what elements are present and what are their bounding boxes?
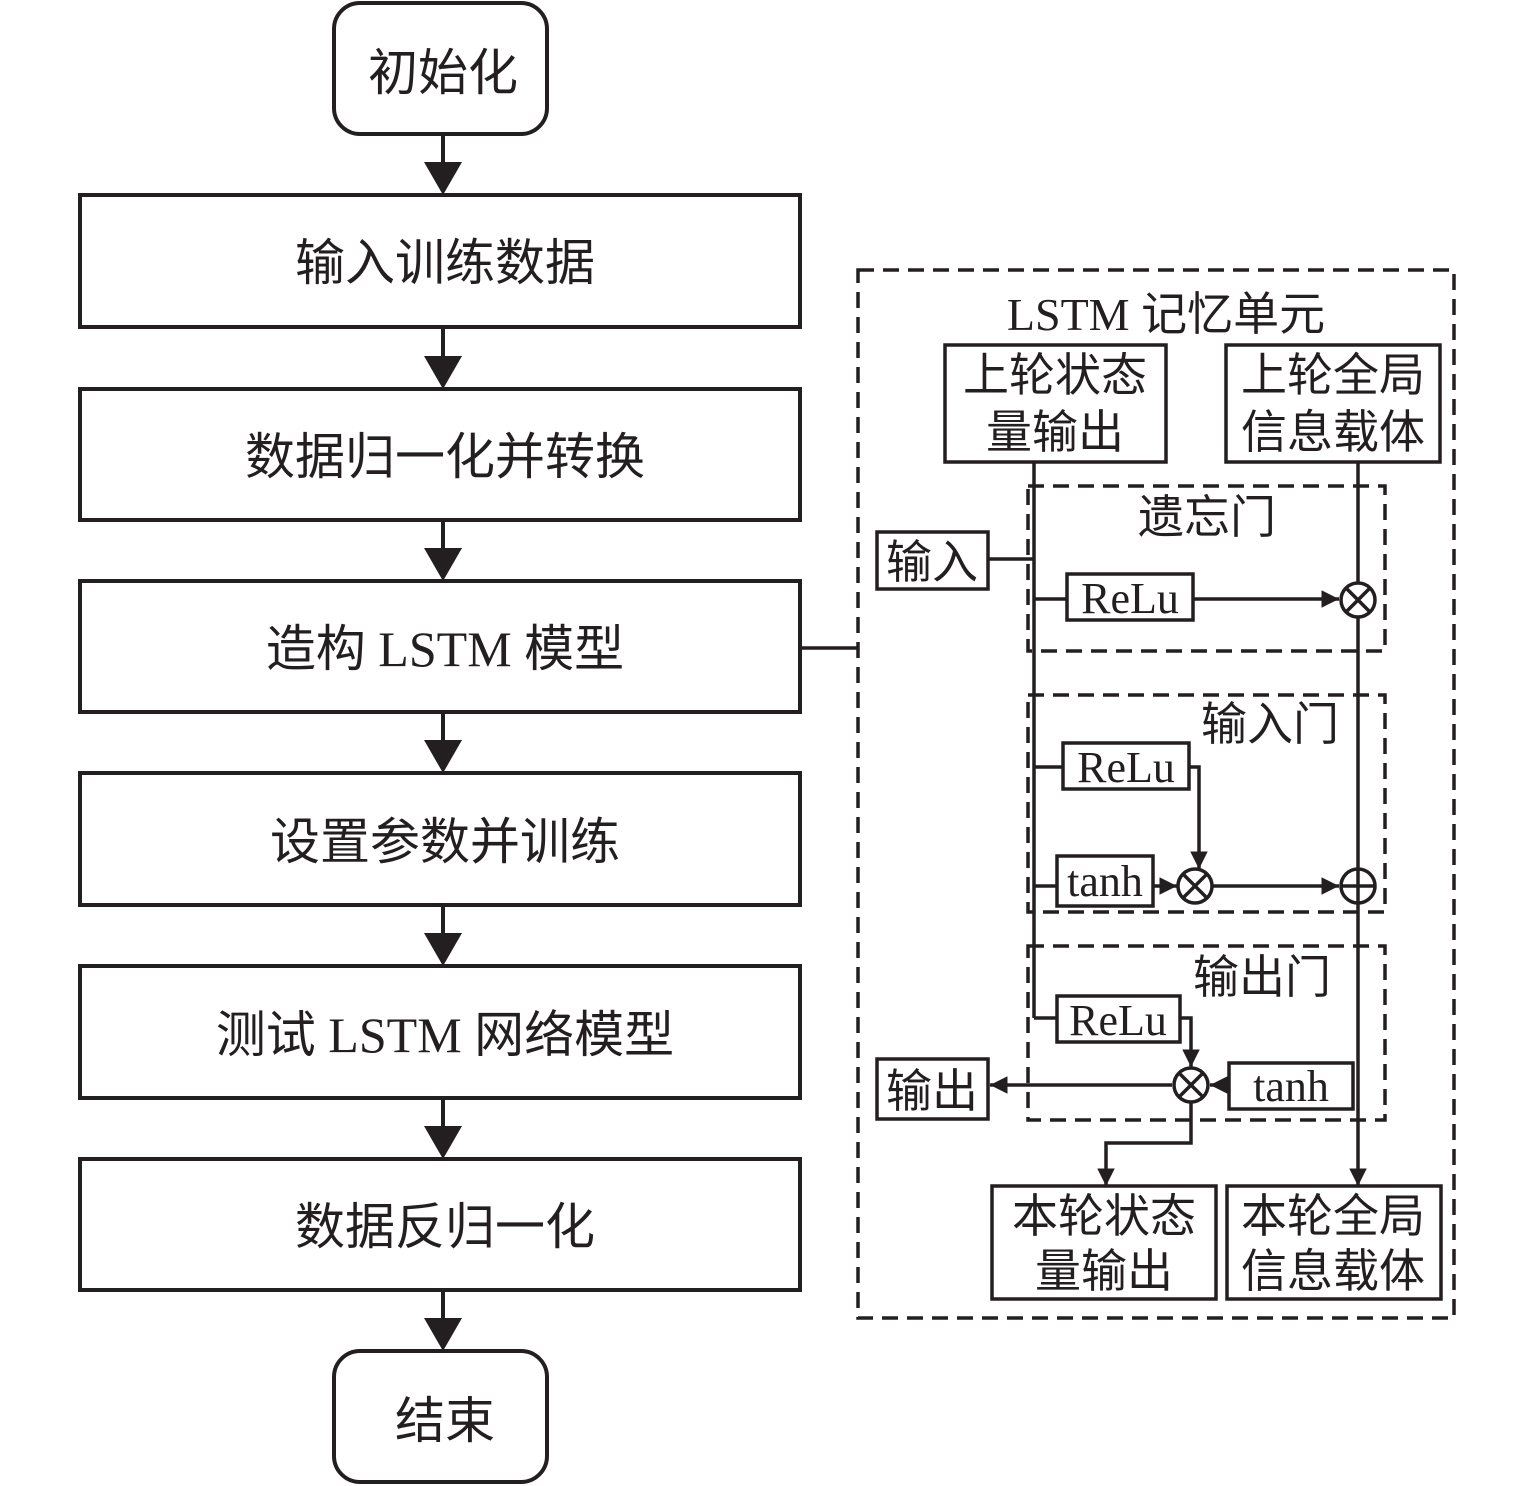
svg-text:量输出: 量输出 xyxy=(986,407,1124,458)
step-test-lstm-model: 测试 LSTM 网络模型 xyxy=(78,964,802,1100)
forget-gate-label: 遗忘门 xyxy=(1138,492,1276,543)
svg-text:本轮状态: 本轮状态 xyxy=(1012,1191,1196,1242)
multiply-icon xyxy=(1172,1066,1210,1104)
output-box: 输出 xyxy=(875,1057,990,1121)
prev-global-carrier-box: 上轮全局 信息载体 xyxy=(1224,343,1442,464)
output-gate-label: 输出门 xyxy=(1193,952,1331,1003)
arrow-3 xyxy=(424,548,462,581)
input-relu-box: ReLu xyxy=(1061,741,1191,792)
input-gate-box xyxy=(1026,693,1387,914)
svg-text:上轮状态: 上轮状态 xyxy=(963,350,1147,401)
lstm-cell-title: LSTM 记忆单元 xyxy=(1007,289,1325,340)
step-build-lstm-model: 造构 LSTM 模型 xyxy=(78,579,802,714)
arrow-1 xyxy=(424,162,462,195)
step-set-params-train: 设置参数并训练 xyxy=(78,771,802,907)
prev-state-output-box: 上轮状态 量输出 xyxy=(943,343,1168,464)
step-input-training-data: 输入训练数据 xyxy=(78,193,802,329)
step-label: 输入训练数据 xyxy=(295,235,595,291)
input-box: 输入 xyxy=(875,530,990,591)
plus-icon xyxy=(1339,867,1377,905)
svg-text:量输出: 量输出 xyxy=(1035,1246,1173,1297)
step-normalize-data: 数据归一化并转换 xyxy=(78,387,802,522)
arrow-2 xyxy=(424,356,462,389)
svg-text:输出: 输出 xyxy=(886,1066,978,1117)
flowchart: 初始化 输入训练数据 数据归一化并转换 造构 LSTM 模型 设置参数并训练 测… xyxy=(78,1,858,1484)
multiply-icon xyxy=(1339,581,1377,619)
step-label: 造构 LSTM 模型 xyxy=(266,621,624,677)
svg-text:tanh: tanh xyxy=(1253,1062,1329,1111)
svg-text:ReLu: ReLu xyxy=(1077,743,1175,792)
start-label: 初始化 xyxy=(368,45,518,101)
input-tanh-box: tanh xyxy=(1055,854,1155,908)
svg-text:信息载体: 信息载体 xyxy=(1241,407,1425,458)
arrow-7 xyxy=(424,1318,462,1351)
step-label: 数据归一化并转换 xyxy=(245,429,645,485)
curr-state-output-box: 本轮状态 量输出 xyxy=(990,1184,1218,1301)
svg-text:输入: 输入 xyxy=(886,537,978,588)
svg-text:tanh: tanh xyxy=(1067,857,1143,906)
svg-text:本轮全局: 本轮全局 xyxy=(1241,1191,1425,1242)
svg-text:上轮全局: 上轮全局 xyxy=(1241,350,1425,401)
input-gate-label: 输入门 xyxy=(1201,699,1339,750)
start-node: 初始化 xyxy=(332,1,549,136)
forget-relu-box: ReLu xyxy=(1065,572,1195,623)
step-label: 数据反归一化 xyxy=(295,1199,595,1255)
step-denormalize-data: 数据反归一化 xyxy=(78,1157,802,1292)
output-relu-box: ReLu xyxy=(1055,994,1182,1045)
curr-global-carrier-box: 本轮全局 信息载体 xyxy=(1225,1184,1443,1301)
end-node: 结束 xyxy=(332,1349,549,1484)
step-label: 设置参数并训练 xyxy=(270,814,620,870)
lstm-memory-cell: LSTM 记忆单元 遗忘门 输入门 输出门 上轮状态 xyxy=(856,268,1456,1320)
arrow-5 xyxy=(424,933,462,966)
step-label: 测试 LSTM 网络模型 xyxy=(216,1007,674,1063)
lstm-cell-border xyxy=(856,268,1456,1320)
output-gate-box xyxy=(1026,944,1387,1122)
forget-gate-box xyxy=(1026,484,1387,653)
multiply-icon xyxy=(1176,867,1214,905)
arrow-4 xyxy=(424,740,462,773)
svg-text:信息载体: 信息载体 xyxy=(1241,1246,1425,1297)
flow-arrows xyxy=(424,134,462,1351)
arrow-6 xyxy=(424,1126,462,1159)
svg-text:ReLu: ReLu xyxy=(1081,574,1179,623)
svg-text:ReLu: ReLu xyxy=(1069,996,1167,1045)
end-label: 结束 xyxy=(395,1393,495,1449)
output-tanh-box: tanh xyxy=(1227,1061,1355,1111)
